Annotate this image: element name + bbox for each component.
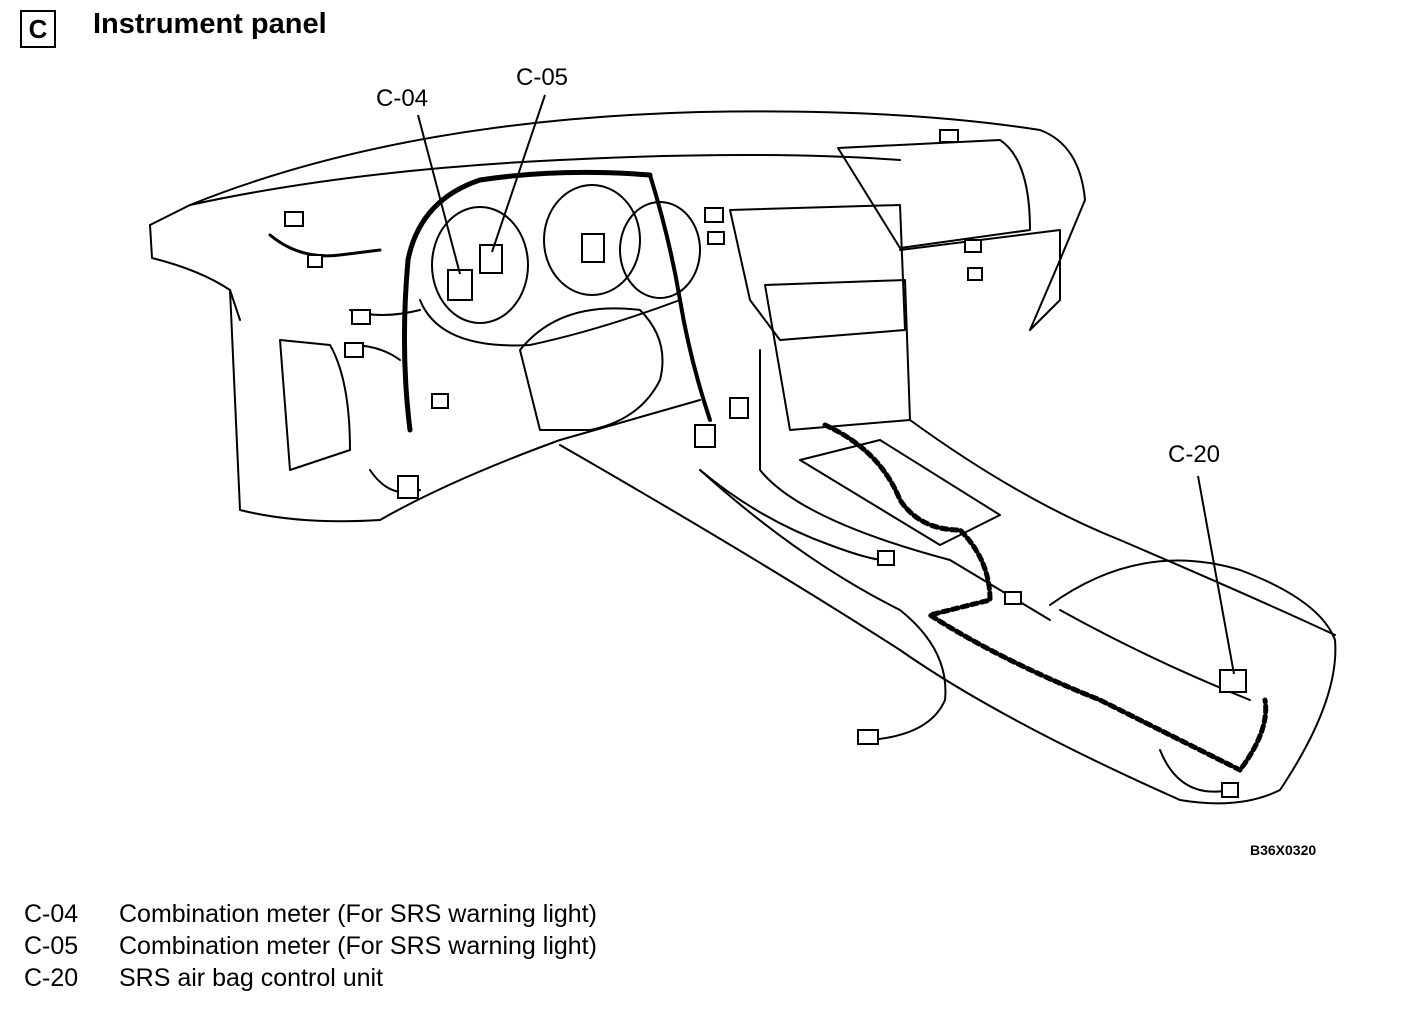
legend-description: Combination meter (For SRS warning light… — [119, 932, 597, 960]
figure-code: B36X0320 — [1250, 842, 1316, 858]
legend-code: C-20 — [24, 964, 79, 992]
legend-code: C-04 — [24, 900, 79, 928]
leader-line-c20 — [1197, 475, 1235, 675]
legend: C-04 Combination meter (For SRS warning … — [24, 898, 597, 994]
legend-row: C-05 Combination meter (For SRS warning … — [24, 930, 597, 962]
callout-c20: C-20 — [1168, 441, 1220, 468]
callout-c05: C-05 — [516, 64, 568, 91]
leader-line-c05 — [491, 94, 546, 253]
section-badge: C — [20, 10, 56, 48]
leader-line-c04 — [417, 114, 461, 275]
callout-c04: C-04 — [376, 85, 428, 112]
legend-description: SRS air bag control unit — [119, 964, 384, 992]
section-title: Instrument panel — [93, 8, 327, 40]
legend-code: C-05 — [24, 932, 79, 960]
legend-description: Combination meter (For SRS warning light… — [119, 900, 597, 928]
legend-row: C-04 Combination meter (For SRS warning … — [24, 898, 597, 930]
legend-row: C-20 SRS air bag control unit — [24, 962, 597, 994]
